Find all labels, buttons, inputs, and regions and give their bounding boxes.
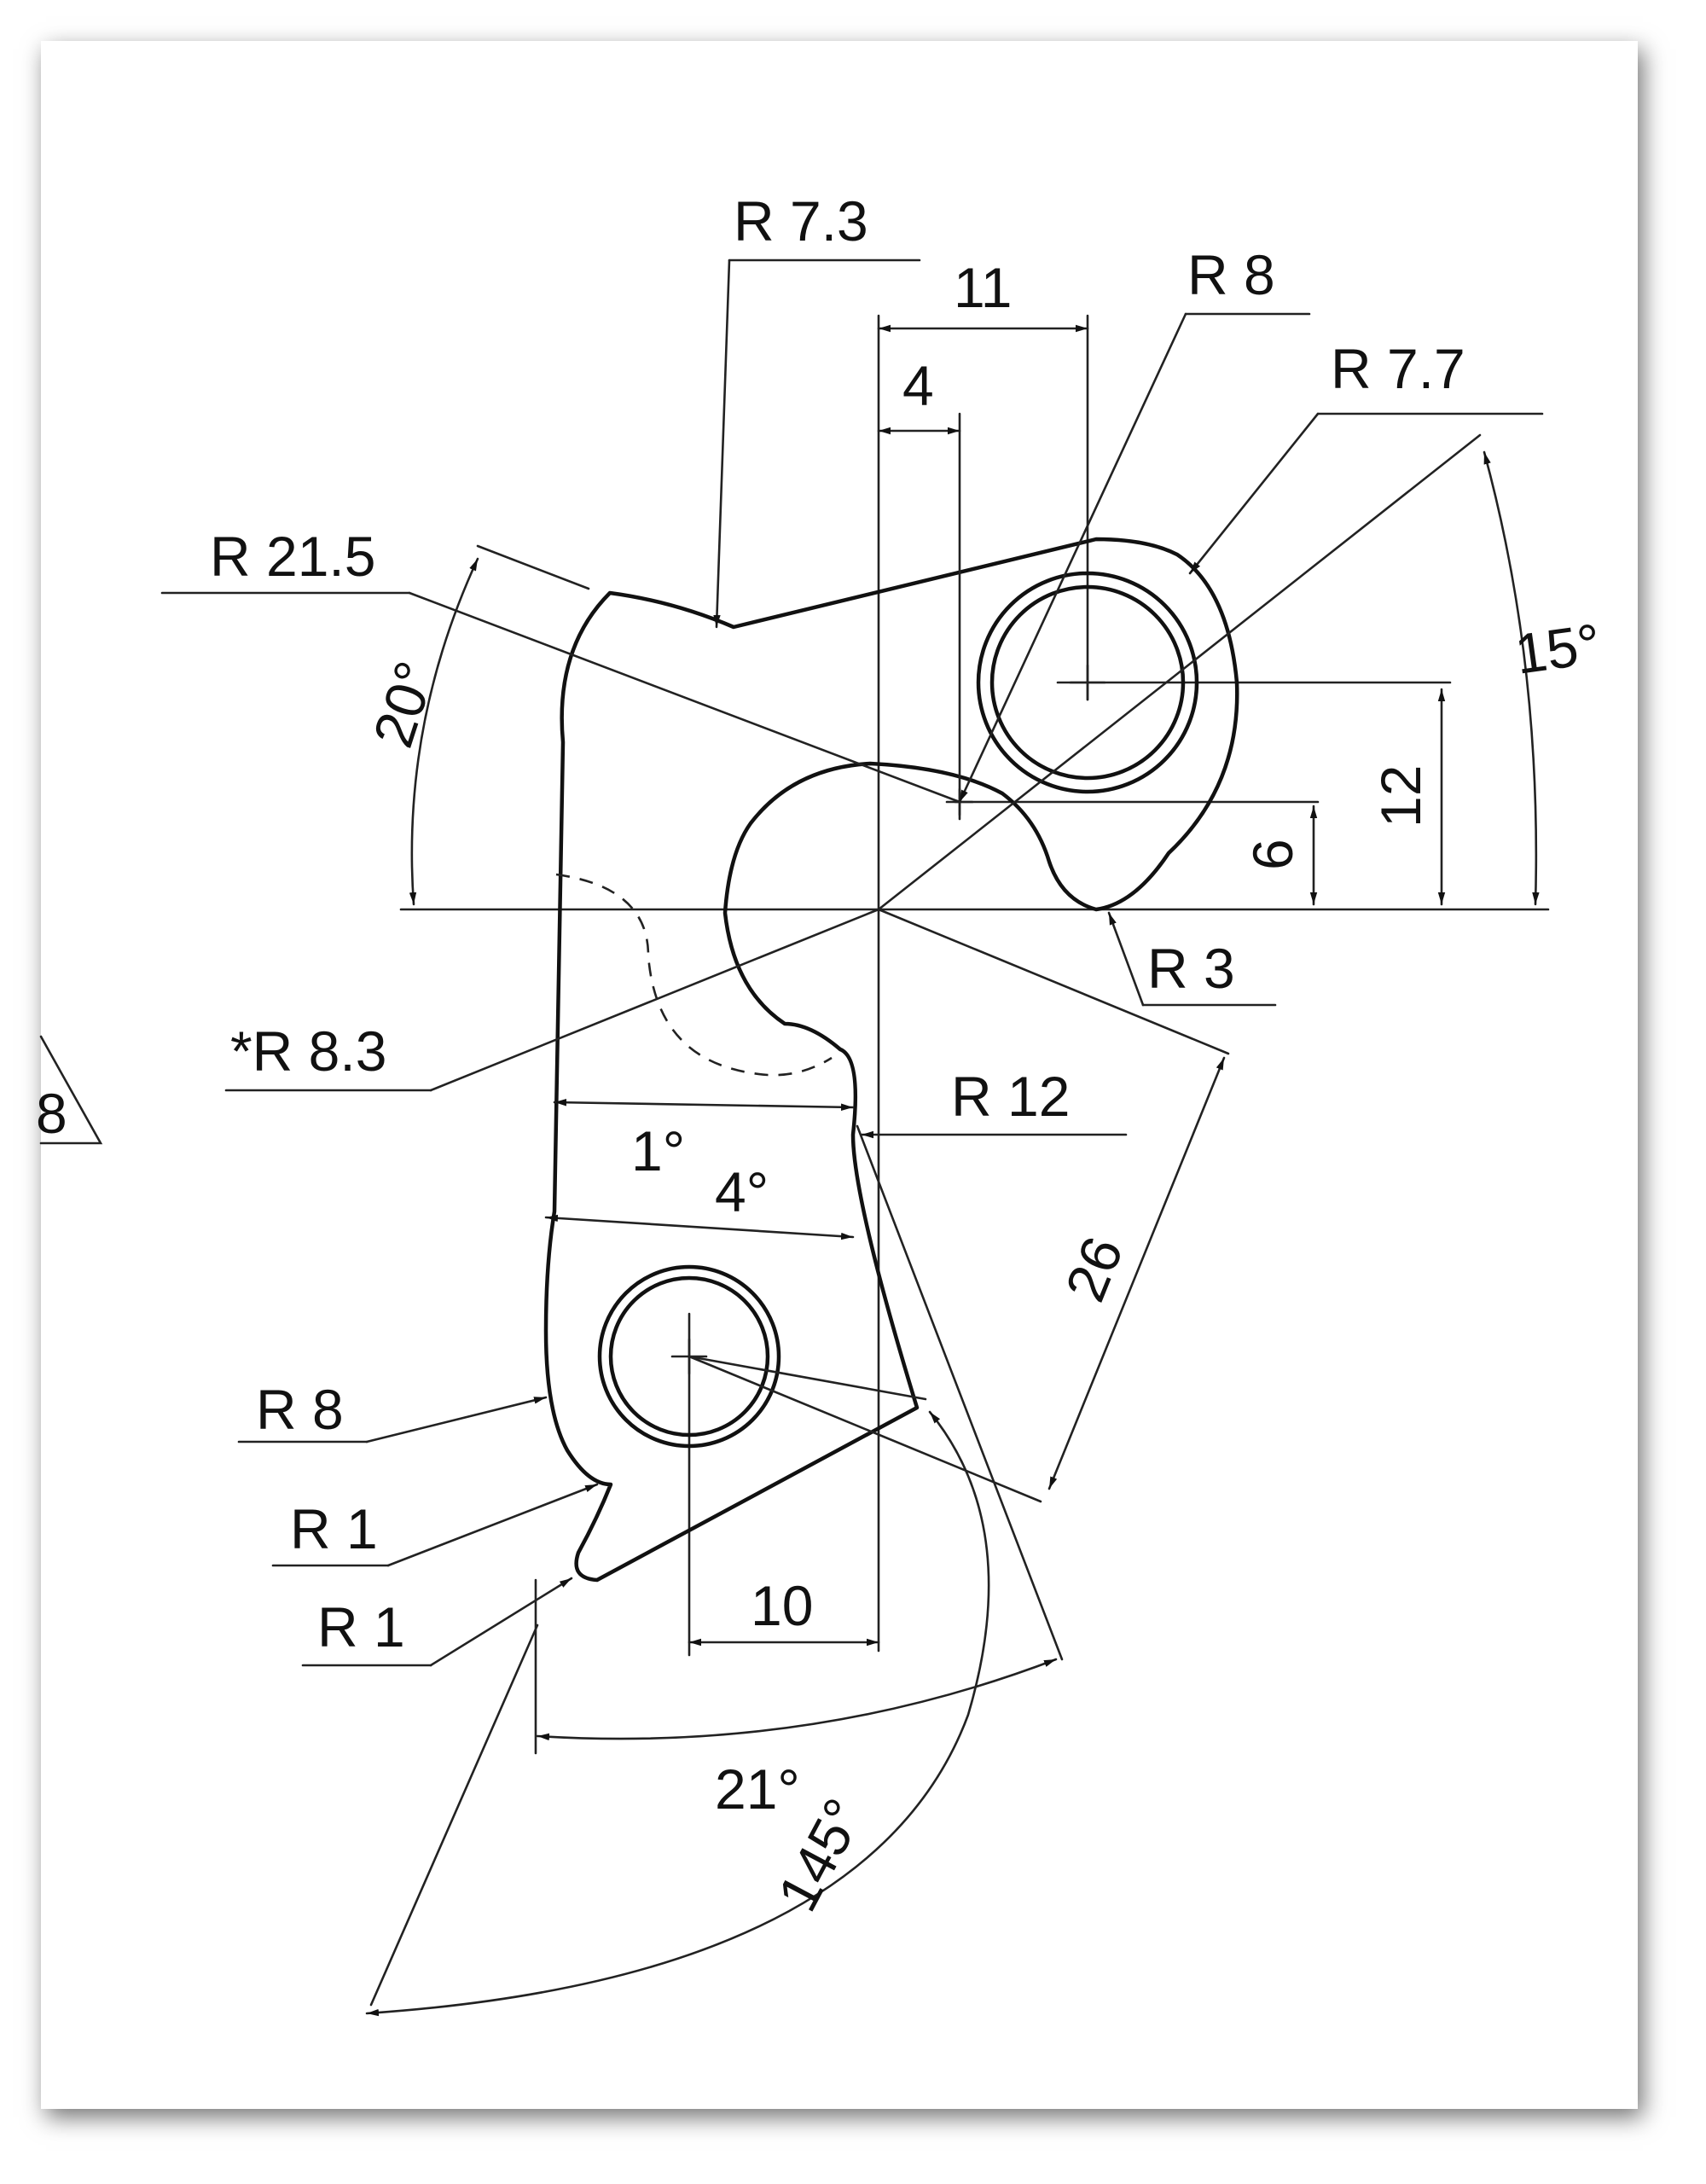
label-r7-7: R 7.7 — [1331, 337, 1465, 400]
label-angle-21: 21° — [715, 1757, 800, 1821]
dropout-part-outline — [543, 537, 1239, 1583]
label-r1-upper: R 1 — [290, 1497, 378, 1560]
label-r8-3: *R 8.3 — [230, 1019, 386, 1083]
label-angle-1: 1° — [631, 1119, 685, 1182]
label-dim-10: 10 — [751, 1574, 813, 1637]
label-r7-3: R 7.3 — [734, 189, 868, 253]
label-angle-15: 15° — [1512, 612, 1604, 686]
label-r21-5: R 21.5 — [210, 525, 375, 588]
label-r8-top: R 8 — [1187, 243, 1275, 306]
label-dim-4: 4 — [902, 354, 934, 417]
dimension-lines — [39, 258, 1544, 2017]
label-angle-4: 4° — [715, 1160, 769, 1223]
top-hole-outer-ring — [976, 571, 1199, 794]
hidden-line-arc — [555, 873, 833, 1077]
label-r3: R 3 — [1147, 937, 1235, 1000]
label-r8-bottom: R 8 — [256, 1378, 344, 1441]
crosshairs — [670, 664, 1106, 1375]
section-tag-label: 8 — [36, 1082, 67, 1145]
section-tag-triangle — [39, 1035, 103, 1145]
label-r12: R 12 — [951, 1065, 1070, 1128]
dimension-labels: R 7.3 11 R 8 R 7.7 4 R 21.5 15° 20° 12 6… — [36, 189, 1604, 1921]
label-dim-11: 11 — [954, 256, 1013, 319]
label-dim-12: 12 — [1369, 765, 1432, 828]
top-hole-inner-ring — [989, 584, 1186, 781]
label-dim-26: 26 — [1053, 1228, 1134, 1310]
label-r1-lower: R 1 — [317, 1595, 405, 1658]
label-angle-20: 20° — [361, 654, 447, 755]
label-dim-6: 6 — [1241, 839, 1304, 870]
